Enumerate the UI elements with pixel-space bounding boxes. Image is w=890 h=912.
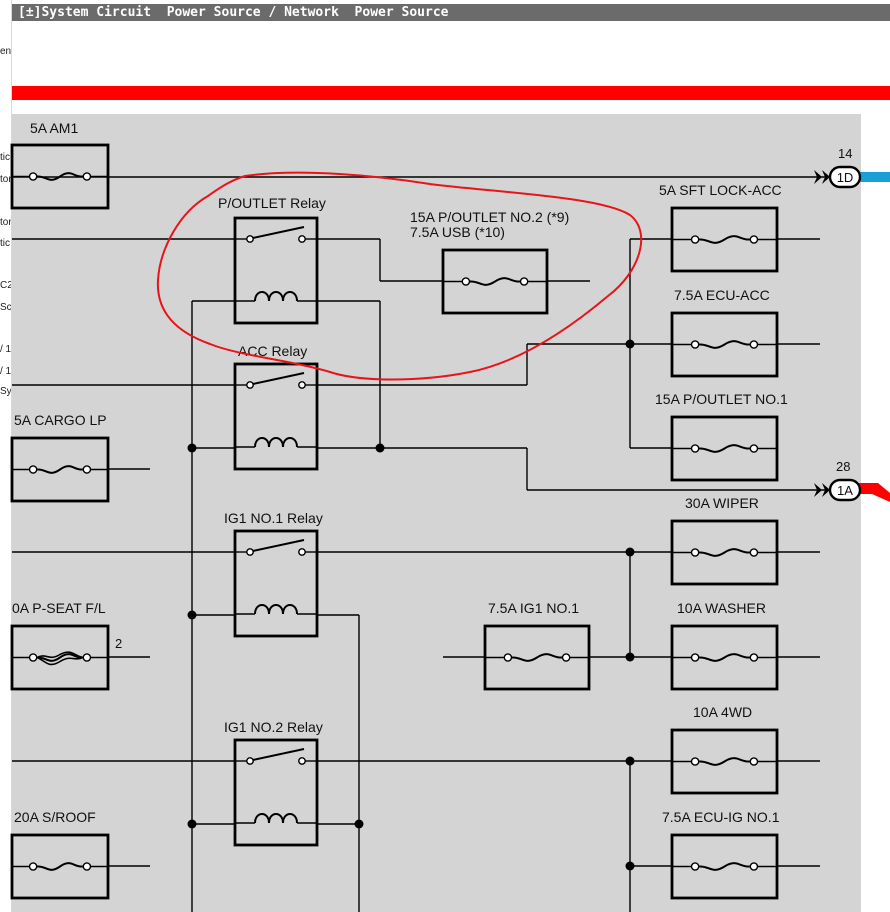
red-banner bbox=[12, 86, 890, 100]
fuse-label: 7.5A ECU-ACC bbox=[674, 287, 770, 303]
fuse-ecu-acc[interactable]: 7.5A ECU-ACC bbox=[670, 287, 779, 378]
wiring bbox=[12, 176, 830, 912]
fuse-label: 15A P/OUTLET NO.1 bbox=[655, 391, 788, 407]
fuse-label: 30A WIPER bbox=[685, 495, 759, 511]
relay-label: ACC Relay bbox=[238, 343, 307, 359]
left-fragment: / 1 bbox=[0, 366, 11, 377]
fuse-label: 7.5A ECU-IG NO.1 bbox=[662, 809, 780, 825]
connector-code: 1A bbox=[837, 483, 853, 498]
fuse-ig1-no1[interactable]: 7.5A IG1 NO.1 bbox=[483, 600, 591, 691]
fuse-label: 5A CARGO LP bbox=[14, 412, 107, 428]
relay-label: IG1 NO.2 Relay bbox=[224, 719, 323, 735]
fuse-label: 20A S/ROOF bbox=[14, 809, 96, 825]
fuse-p-seat[interactable]: 0A P-SEAT F/L bbox=[10, 600, 110, 691]
relay-p-outlet[interactable]: P/OUTLET Relay bbox=[218, 195, 326, 325]
relay-ig1-no1[interactable]: IG1 NO.1 Relay bbox=[224, 510, 323, 638]
left-fragment: en bbox=[0, 46, 11, 57]
fuse-label: 10A WASHER bbox=[677, 600, 766, 616]
connector-pin: 28 bbox=[836, 459, 850, 474]
fuse-label: 15A P/OUTLET NO.2 (*9) bbox=[410, 209, 569, 225]
left-fragment: tic bbox=[0, 152, 10, 163]
fuse-label: 5A SFT LOCK-ACC bbox=[659, 182, 782, 198]
connector-pin: 14 bbox=[838, 146, 852, 161]
left-fragment: C2 bbox=[0, 280, 11, 291]
section-header[interactable]: [±]System Circuit Power Source / Network… bbox=[12, 4, 890, 21]
fuse-wiper[interactable]: 30A WIPER bbox=[670, 495, 779, 586]
relay-label: P/OUTLET Relay bbox=[218, 195, 326, 211]
left-fragment: Sys bbox=[0, 386, 11, 397]
fuse-label-alt: 7.5A USB (*10) bbox=[410, 224, 505, 240]
fuse-label: 10A 4WD bbox=[693, 704, 752, 720]
relay-label: IG1 NO.1 Relay bbox=[224, 510, 323, 526]
annotation-outline bbox=[156, 171, 643, 381]
fuse-p-outlet-no2[interactable]: 15A P/OUTLET NO.2 (*9)7.5A USB (*10) bbox=[410, 209, 569, 315]
diagram-panel bbox=[12, 114, 861, 912]
relay-ig1-no2[interactable]: IG1 NO.2 Relay bbox=[224, 719, 323, 847]
fuse-cargo-lp[interactable]: 5A CARGO LP bbox=[10, 412, 110, 503]
junctions bbox=[187, 339, 635, 871]
left-fragment: tor bbox=[0, 174, 11, 185]
fuse-washer[interactable]: 10A WASHER bbox=[670, 600, 779, 691]
left-fragment: tor bbox=[0, 217, 11, 228]
fuse-label: 7.5A IG1 NO.1 bbox=[488, 600, 579, 616]
left-fragment: / 1 bbox=[0, 344, 11, 355]
connector-code: 1D bbox=[837, 170, 854, 185]
fuse-am1[interactable]: 5A AM1 bbox=[10, 120, 110, 210]
pin-label: 2 bbox=[115, 636, 122, 651]
left-fragment: tic bbox=[0, 238, 10, 249]
fuse-p-outlet-no1[interactable]: 15A P/OUTLET NO.1 bbox=[655, 391, 788, 482]
fuse-ecu-ig-no1[interactable]: 7.5A ECU-IG NO.1 bbox=[662, 809, 780, 900]
fuse-label: 5A AM1 bbox=[30, 120, 78, 136]
fuse-s-roof[interactable]: 20A S/ROOF bbox=[10, 809, 110, 900]
left-gutter bbox=[0, 0, 12, 912]
fuse-label: 0A P-SEAT F/L bbox=[12, 600, 106, 616]
fuse-sft-lock-acc[interactable]: 5A SFT LOCK-ACC bbox=[659, 182, 782, 273]
connector-1d[interactable]: 1D 14 bbox=[814, 146, 890, 189]
left-fragment: Sc bbox=[0, 302, 11, 313]
connector-1a[interactable]: 1A 28 bbox=[814, 459, 890, 502]
fuse-4wd[interactable]: 10A 4WD bbox=[670, 704, 779, 795]
